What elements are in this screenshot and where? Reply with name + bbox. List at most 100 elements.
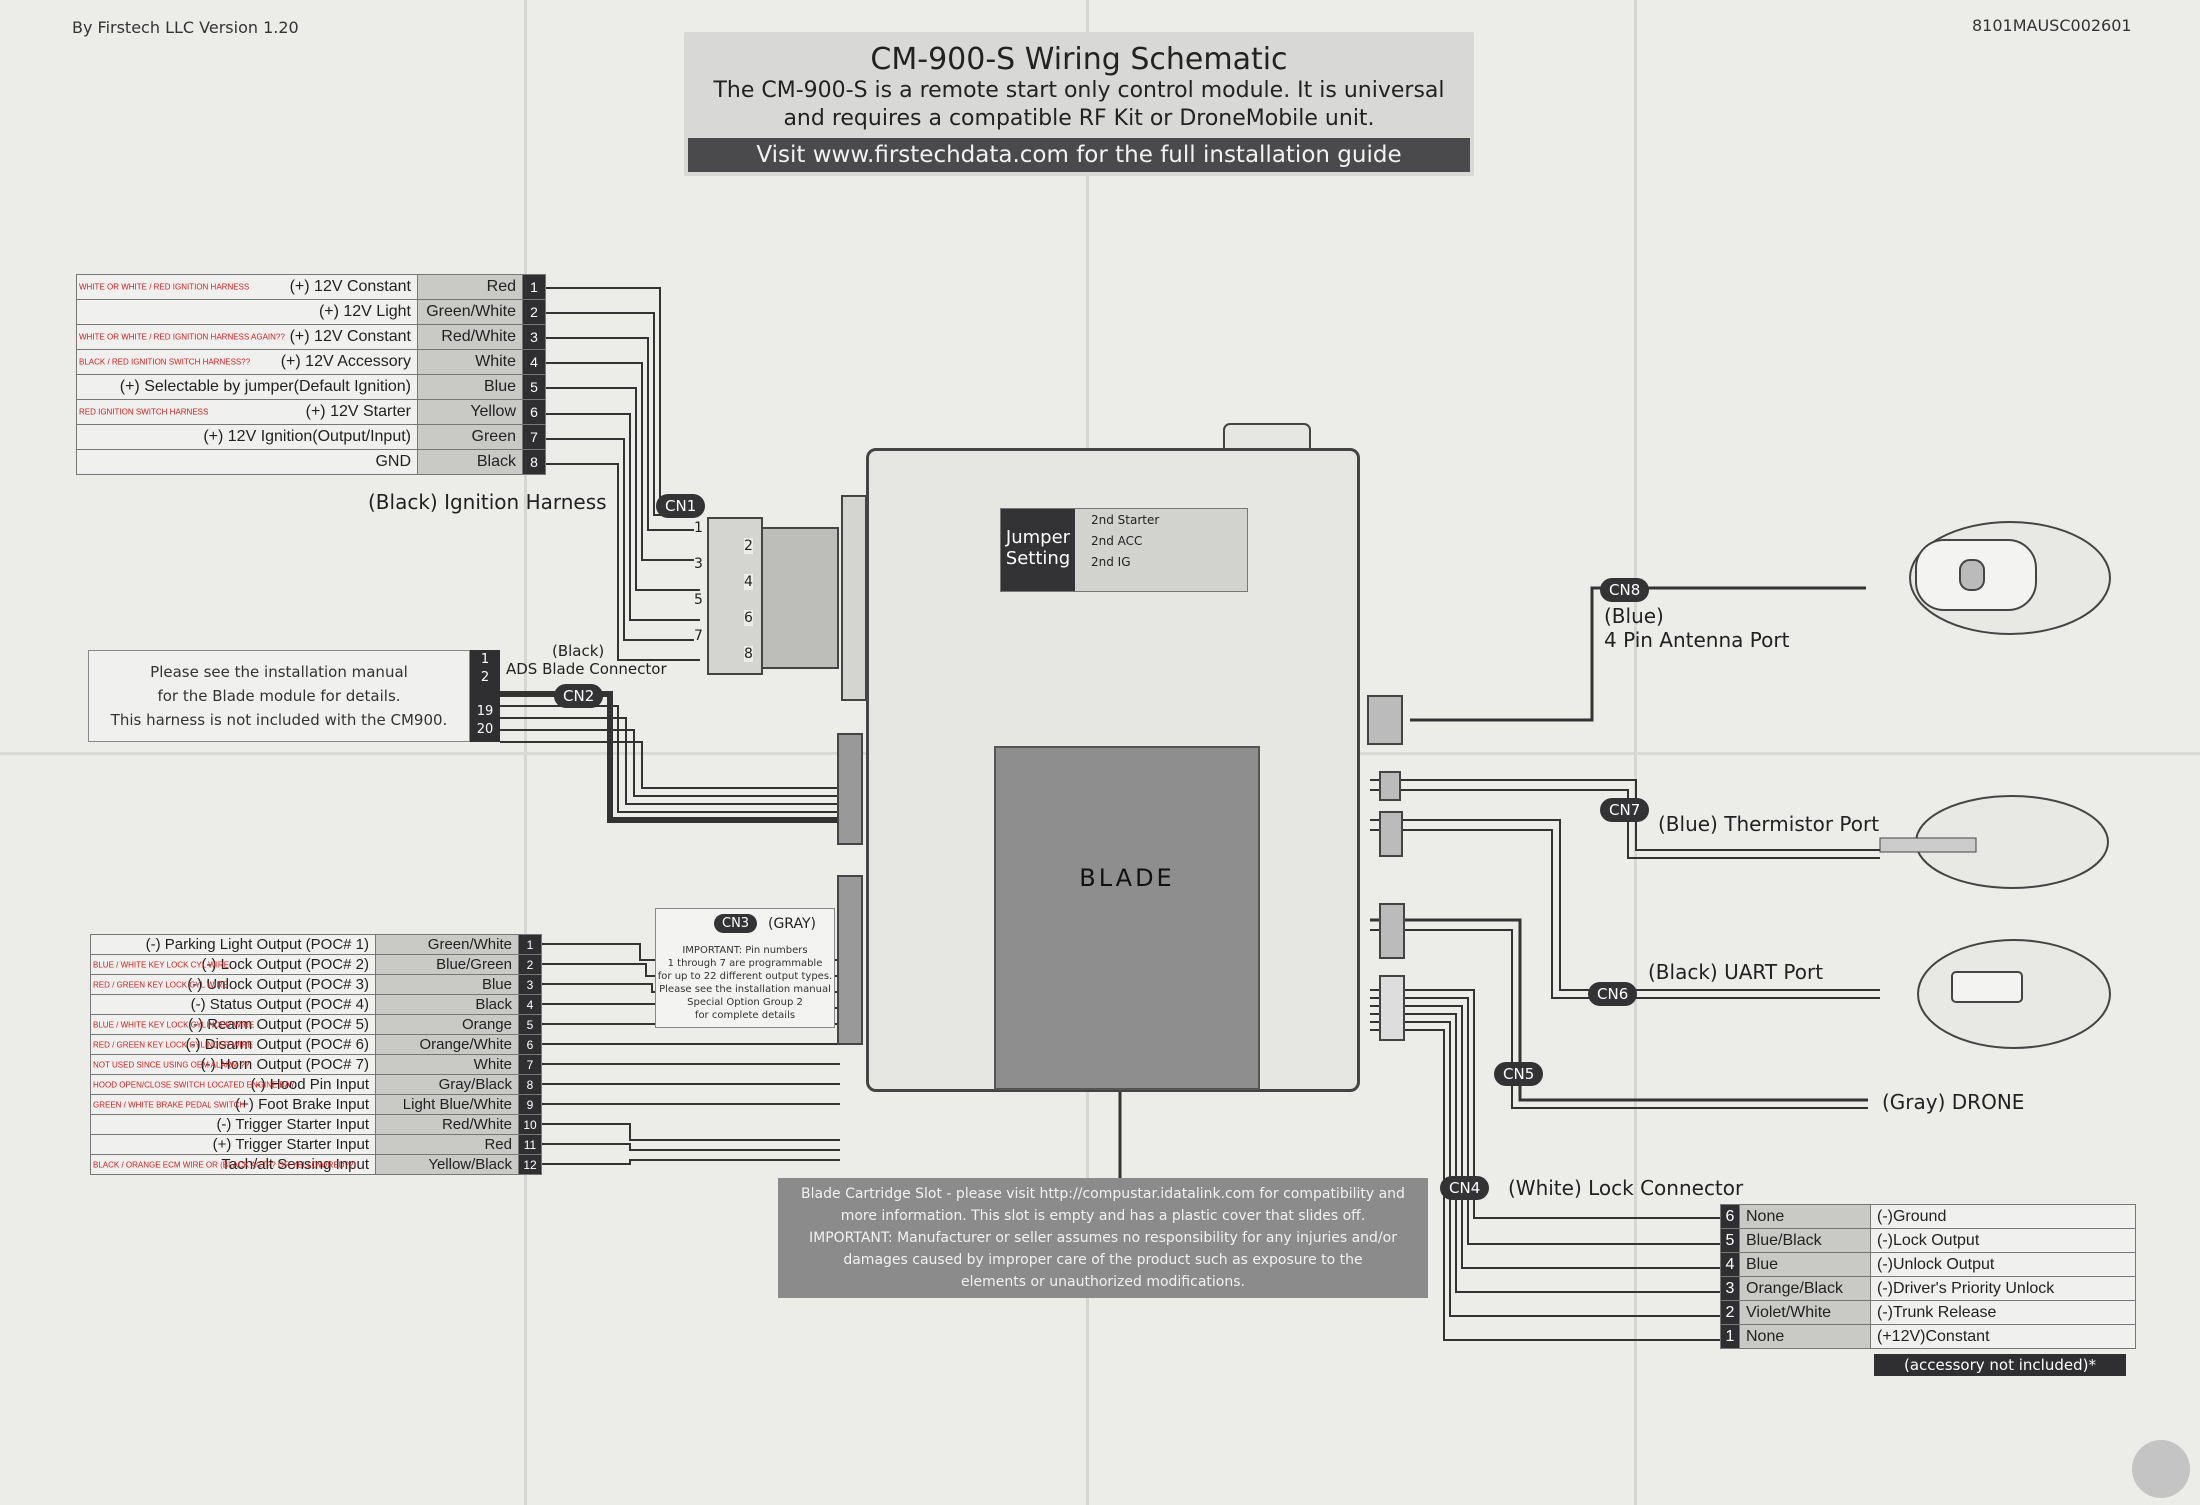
handwritten-note: GREEN / WHITE BRAKE PEDAL SWITCH [93, 1100, 246, 1109]
jumper-title: Jumper Setting [1001, 509, 1075, 591]
page-title: CM-900-S Wiring Schematic [870, 42, 1288, 77]
pin-number: 4 [518, 994, 542, 1015]
blade-note-box: Please see the installation manual for t… [88, 650, 470, 742]
pin-number: 8 [522, 449, 546, 475]
wire-function: (+) Trigger Starter Input [90, 1134, 376, 1155]
pin-number: 1 [480, 652, 490, 667]
wire-color: Light Blue/White [375, 1094, 519, 1115]
description-line: The CM-900-S is a remote start only cont… [713, 78, 1445, 103]
important-line: Special Option Group 2 [687, 997, 803, 1008]
wire-function-text: (+) 12V Ignition(Output/Input) [203, 428, 411, 445]
wire-function-text: (+) 12V Constant [289, 328, 411, 345]
plug-pin-number: 2 [744, 538, 753, 554]
wire-color: Blue [1739, 1252, 1871, 1277]
wire-function-text: (-) Lock Output (POC# 2) [201, 956, 369, 973]
pin-number: 6 [522, 399, 546, 425]
lock-footnote: (accessory not included)* [1874, 1354, 2126, 1376]
ignition-wire-row: WHITE OR WHITE / RED IGNITION HARNESS AG… [76, 324, 546, 350]
wire-color: White [375, 1054, 519, 1075]
important-line: for up to 22 different output types. [657, 971, 833, 982]
wire-function-text: Tach/alt Sensing Input [221, 1156, 369, 1173]
pin-number: 2 [480, 670, 490, 685]
output-harness-table: (-) Parking Light Output (POC# 1)Green/W… [90, 934, 542, 1175]
pin-number: 3 [1720, 1276, 1740, 1301]
handwritten-note: NOT USED SINCE USING OEM ALARM ?? [93, 1060, 250, 1069]
wire-function: (+) 12V Light [76, 299, 418, 325]
wire-function-text: (+) 12V Accessory [280, 353, 411, 370]
wire-function: WHITE OR WHITE / RED IGNITION HARNESS AG… [76, 324, 418, 350]
wire-function: (-)Trunk Release [1870, 1300, 2136, 1325]
wire-function: BLUE / WHITE KEY LOCK CYLINDER WIRE(-) R… [90, 1014, 376, 1035]
plug-pin-number: 1 [694, 520, 703, 536]
wire-function: (+) Selectable by jumper(Default Ignitio… [76, 374, 418, 400]
handwritten-note: BLUE / WHITE KEY LOCK CYL WIRE [93, 960, 230, 969]
wire-color: Blue [375, 974, 519, 995]
handwritten-note: RED / GREEN KEY LOCK CYLINDER WIRE [93, 1040, 253, 1049]
description-line: and requires a compatible RF Kit or Dron… [783, 106, 1375, 131]
output-wire-row: BLACK / ORANGE ECM WIRE OR (BLACK ACT?? … [90, 1154, 542, 1175]
wire-color: Orange/Black [1739, 1276, 1871, 1301]
wire-function: (-) Trigger Starter Input [90, 1114, 376, 1135]
handwritten-note: BLACK / ORANGE ECM WIRE OR (BLACK ACT?? … [93, 1160, 357, 1169]
wire-function: (-) Status Output (POC# 4) [90, 994, 376, 1015]
wire-color: Red [375, 1134, 519, 1155]
cartridge-note-line: IMPORTANT: Manufacturer or seller assume… [809, 1230, 1397, 1246]
cn3-important-box: CN3 (GRAY) IMPORTANT: Pin numbers 1 thro… [655, 908, 835, 1028]
title-box: CM-900-S Wiring Schematic The CM-900-S i… [684, 32, 1474, 176]
cn8-badge: CN8 [1600, 578, 1650, 602]
wire-color: Green/White [375, 934, 519, 955]
wire-function: (-)Lock Output [1870, 1228, 2136, 1253]
output-wire-row: BLUE / WHITE KEY LOCK CYL WIRE(-) Lock O… [90, 954, 542, 975]
blade-cartridge-slot: BLADE [994, 746, 1260, 1090]
pin-number: 4 [522, 349, 546, 375]
pin-number: 9 [518, 1094, 542, 1115]
wire-color: Blue [417, 374, 523, 400]
wire-function-text: (-) Trigger Starter Input [216, 1116, 369, 1133]
wire-function: GREEN / WHITE BRAKE PEDAL SWITCH(+) Foot… [90, 1094, 376, 1115]
wire-color: Green/White [417, 299, 523, 325]
ignition-wire-row: RED IGNITION SWITCH HARNESS(+) 12V Start… [76, 399, 546, 425]
wire-function: HOOD OPEN/CLOSE SWITCH LOCATED ENGINE BA… [90, 1074, 376, 1095]
jumper-setting-box: Jumper Setting 2nd Starter 2nd ACC 2nd I… [1000, 508, 1248, 592]
ignition-wire-row: WHITE OR WHITE / RED IGNITION HARNESS(+)… [76, 274, 546, 300]
important-line: IMPORTANT: Pin numbers [682, 945, 808, 956]
pin-number: 5 [518, 1014, 542, 1035]
wire-function: (-)Ground [1870, 1204, 2136, 1229]
cartridge-note-line: damages caused by improper care of the p… [843, 1252, 1363, 1268]
ignition-wire-row: BLACK / RED IGNITION SWITCH HARNESS?? (+)… [76, 349, 546, 375]
pin-number: 8 [518, 1074, 542, 1095]
uart-port-label: (Black) UART Port [1648, 960, 1824, 984]
wire-color: Gray/Black [375, 1074, 519, 1095]
ads-blade-label-top: (Black) [552, 642, 605, 660]
wire-color: Blue/Green [375, 954, 519, 975]
handwritten-note: BLACK / RED IGNITION SWITCH HARNESS?? [79, 357, 251, 367]
wire-color: Yellow/Black [375, 1154, 519, 1175]
output-wire-row: BLUE / WHITE KEY LOCK CYLINDER WIRE(-) R… [90, 1014, 542, 1035]
handwritten-note: HOOD OPEN/CLOSE SWITCH LOCATED ENGINE BA… [93, 1080, 295, 1089]
cn3-color-label: (GRAY) [768, 916, 816, 932]
wire-function: (-)Unlock Output [1870, 1252, 2136, 1277]
pin-number: 1 [522, 274, 546, 300]
wire-function-text: GND [375, 453, 411, 470]
lock-connector-label: (White) Lock Connector [1508, 1176, 1744, 1200]
ignition-harness-table: WHITE OR WHITE / RED IGNITION HARNESS(+)… [76, 274, 546, 475]
cartridge-note-box: Blade Cartridge Slot - please visit http… [778, 1178, 1428, 1298]
plug-pin-number: 4 [744, 574, 753, 590]
cn7-badge: CN7 [1600, 798, 1650, 822]
visit-link-banner[interactable]: Visit www.firstechdata.com for the full … [688, 138, 1470, 172]
wire-function-text: (-) Disarm Output (POC# 6) [185, 1036, 369, 1053]
wire-function: NOT USED SINCE USING OEM ALARM ??(-) Hor… [90, 1054, 376, 1075]
pin-number: 5 [1720, 1228, 1740, 1253]
handwritten-note: RED IGNITION SWITCH HARNESS [79, 407, 209, 417]
wire-function: (+12V)Constant [1870, 1324, 2136, 1349]
wire-function: GND [76, 449, 418, 475]
cn5-badge: CN5 [1494, 1062, 1544, 1086]
handwritten-note: BLUE / WHITE KEY LOCK CYLINDER WIRE [93, 1020, 255, 1029]
jumper-label: 2nd ACC [1091, 534, 1143, 548]
